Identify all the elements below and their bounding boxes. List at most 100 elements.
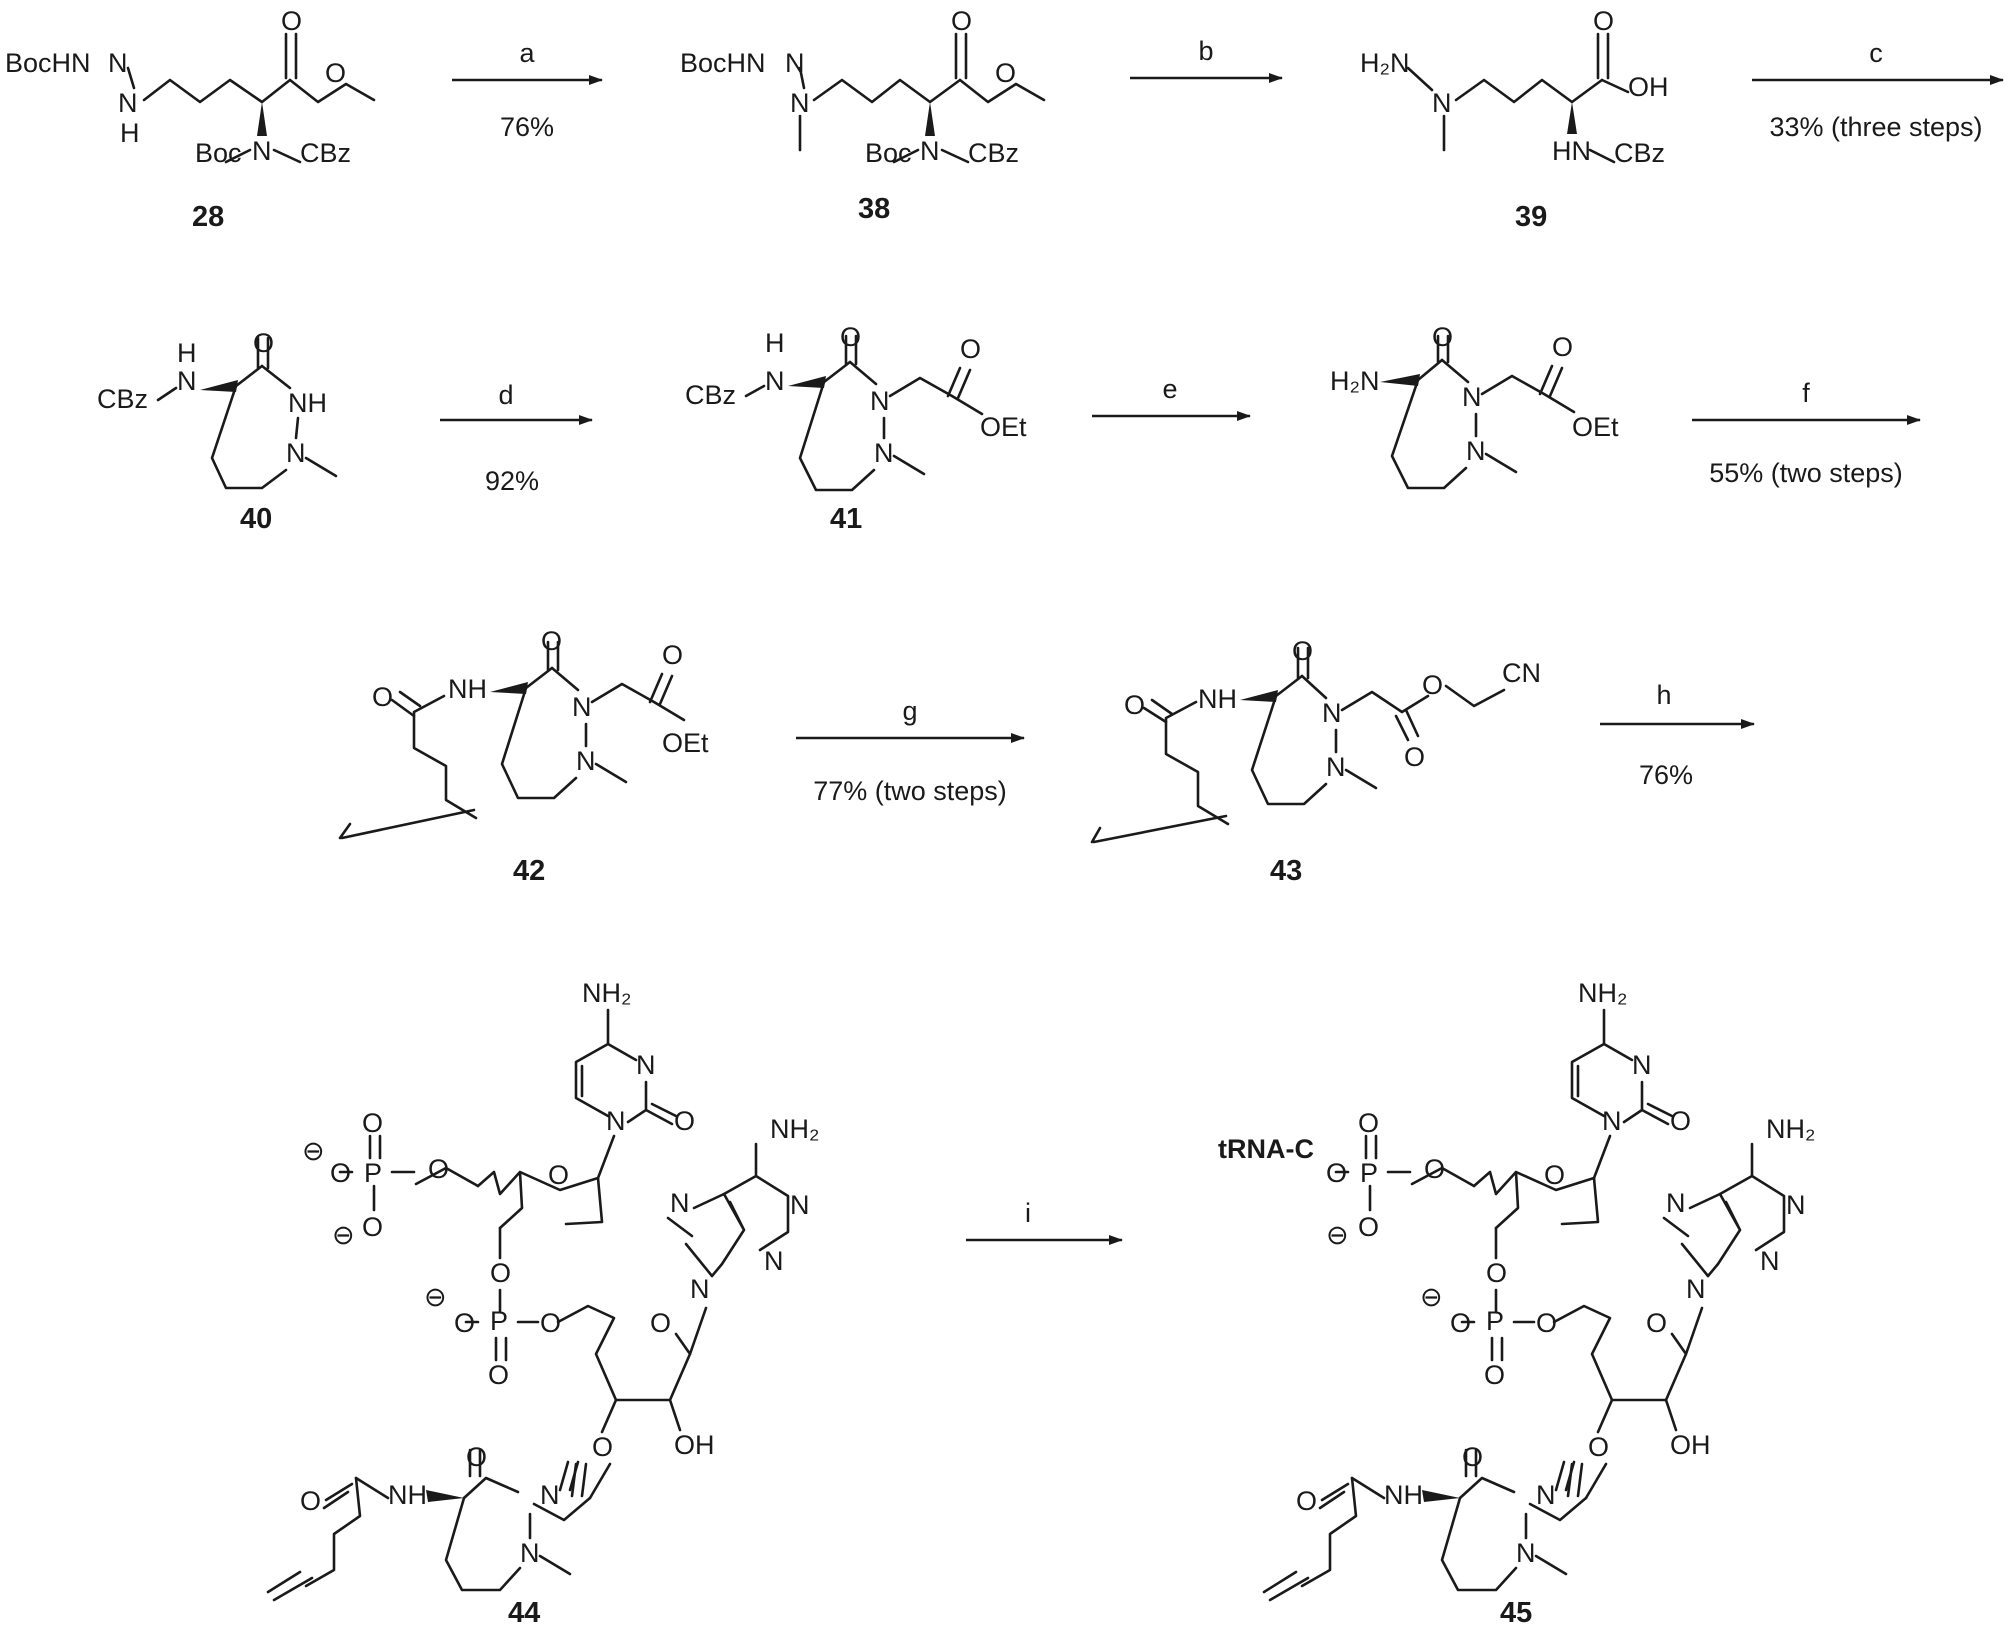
hn-label: HN bbox=[1552, 136, 1591, 166]
o-cytosine-label: O bbox=[674, 1106, 695, 1136]
o-ester-label: O bbox=[995, 58, 1016, 88]
n-methyl-label: N bbox=[1432, 88, 1452, 118]
o-p1-left-label: O bbox=[330, 1158, 351, 1188]
compound-42: O NH O N O OEt N 42 bbox=[338, 626, 709, 887]
n-methyl-label: N bbox=[286, 438, 306, 468]
n-label-2: N bbox=[870, 386, 890, 416]
o-5prime-label: O bbox=[1424, 1154, 1445, 1184]
compound-label-44: 44 bbox=[508, 1597, 540, 1626]
o-label: O bbox=[281, 6, 302, 36]
nh2-adenine-label: NH₂ bbox=[770, 1114, 819, 1144]
o-3prime-label: O bbox=[490, 1258, 511, 1288]
bochn-label: BocHN bbox=[680, 48, 766, 78]
oet-label: OEt bbox=[1572, 412, 1619, 442]
step-g-yield: 77% (two steps) bbox=[813, 776, 1007, 806]
o-p2-left-label: O bbox=[1450, 1308, 1471, 1338]
o-p1-top-label: O bbox=[362, 1108, 383, 1138]
cbz-label: CBz bbox=[97, 384, 148, 414]
o-ester-label: O bbox=[1588, 1432, 1609, 1462]
boc-label: Boc bbox=[865, 138, 912, 168]
o-ring1-label: O bbox=[1544, 1160, 1565, 1190]
oh-label: OH bbox=[1670, 1430, 1711, 1460]
p1-label: P bbox=[1360, 1158, 1378, 1188]
step-d-label: d bbox=[498, 380, 513, 410]
nh-label: NH bbox=[1384, 1480, 1423, 1510]
n1-label: N bbox=[606, 1106, 626, 1136]
o-p2-bottom-label: O bbox=[488, 1360, 509, 1390]
step-h-yield: 76% bbox=[1639, 760, 1693, 790]
o-ester-label: O bbox=[592, 1432, 613, 1462]
reaction-arrow-c: c 33% (three steps) bbox=[1752, 38, 2004, 142]
n9-label: N bbox=[1686, 1274, 1706, 1304]
n3-label: N bbox=[1632, 1050, 1652, 1080]
nh2-cytosine-label: NH₂ bbox=[582, 978, 631, 1008]
o-p1-bottom-label: O bbox=[362, 1212, 383, 1242]
n-label-2: N bbox=[252, 136, 272, 166]
h2n-label: H₂N bbox=[1330, 366, 1379, 396]
n-ring-label: N bbox=[540, 1480, 560, 1510]
n7-label: N bbox=[670, 1188, 690, 1218]
n-methyl-label: N bbox=[576, 746, 596, 776]
minus-p2: ⊖ bbox=[1420, 1282, 1443, 1312]
step-h-label: h bbox=[1656, 680, 1671, 710]
compound-label-40: 40 bbox=[240, 503, 272, 535]
compound-label-45: 45 bbox=[1500, 1597, 1532, 1626]
reaction-arrow-f: f 55% (two steps) bbox=[1692, 378, 1921, 488]
minus-p2: ⊖ bbox=[424, 1282, 447, 1312]
n-label: N bbox=[1322, 698, 1342, 728]
o-p2-bottom-label: O bbox=[1484, 1360, 1505, 1390]
compound-label-38: 38 bbox=[858, 193, 890, 225]
cbz-label: CBz bbox=[300, 138, 351, 168]
oet-label: OEt bbox=[980, 412, 1027, 442]
cbz-label: CBz bbox=[685, 380, 736, 410]
cbz-label: CBz bbox=[968, 138, 1019, 168]
n-ring-label: N bbox=[1536, 1480, 1556, 1510]
step-c-yield: 33% (three steps) bbox=[1769, 112, 1982, 142]
reaction-arrow-d: d 92% bbox=[440, 380, 593, 496]
compound-label-39: 39 bbox=[1515, 201, 1547, 233]
o-cytosine-label: O bbox=[1670, 1106, 1691, 1136]
n-label: N bbox=[765, 366, 785, 396]
nh2-adenine-label: NH₂ bbox=[1766, 1114, 1815, 1144]
bochn-label: BocHN bbox=[5, 48, 91, 78]
compound-28: BocHN N N H O O N Boc CBz 28 bbox=[5, 6, 376, 233]
n-methyl-label: N bbox=[790, 88, 810, 118]
o-p1-bottom-label: O bbox=[1358, 1212, 1379, 1242]
o-p1-left-label: O bbox=[1326, 1158, 1347, 1188]
o-carbonyl-label: O bbox=[960, 334, 981, 364]
o-label: O bbox=[1593, 6, 1614, 36]
n1-label: N bbox=[1602, 1106, 1622, 1136]
o-p2-right-label: O bbox=[540, 1308, 561, 1338]
p1-label: P bbox=[364, 1158, 382, 1188]
nh2-cytosine-label: NH₂ bbox=[1578, 978, 1627, 1008]
minus-p1-left: ⊖ bbox=[302, 1136, 325, 1166]
compound-label-41: 41 bbox=[830, 503, 862, 535]
o-5prime-label: O bbox=[428, 1154, 449, 1184]
o-carbonyl-label: O bbox=[1552, 332, 1573, 362]
trna-label: tRNA-C bbox=[1218, 1134, 1314, 1164]
p2-label: P bbox=[490, 1306, 508, 1336]
step-i-label: i bbox=[1025, 1198, 1031, 1228]
compound-41: H N CBz O N O OEt N 41 bbox=[685, 322, 1027, 535]
nh-label: NH bbox=[448, 674, 487, 704]
n-methyl-label: N bbox=[1516, 1538, 1536, 1568]
o-ester-label: O bbox=[1422, 670, 1443, 700]
compound-44: NH₂ N O N O O P O O O ⊖ ⊖ O P O O ⊖ O O … bbox=[266, 978, 819, 1626]
n3a-label: N bbox=[764, 1246, 784, 1276]
p2-label: P bbox=[1486, 1306, 1504, 1336]
reaction-arrow-i: i bbox=[966, 1198, 1123, 1245]
h-label: H bbox=[177, 338, 197, 368]
o-label: O bbox=[840, 322, 861, 352]
step-b-label: b bbox=[1198, 36, 1213, 66]
o-ring2-label: O bbox=[1646, 1308, 1667, 1338]
compound-39: H₂N N O OH HN CBz 39 bbox=[1360, 6, 1669, 233]
step-f-label: f bbox=[1802, 378, 1810, 408]
n3-label: N bbox=[636, 1050, 656, 1080]
oh-label: OH bbox=[674, 1430, 715, 1460]
minus-p1-bottom: ⊖ bbox=[1326, 1220, 1349, 1250]
n9-label: N bbox=[690, 1274, 710, 1304]
compound-label-28: 28 bbox=[192, 201, 224, 233]
o-label: O bbox=[541, 626, 562, 656]
o-ring1-label: O bbox=[548, 1160, 569, 1190]
